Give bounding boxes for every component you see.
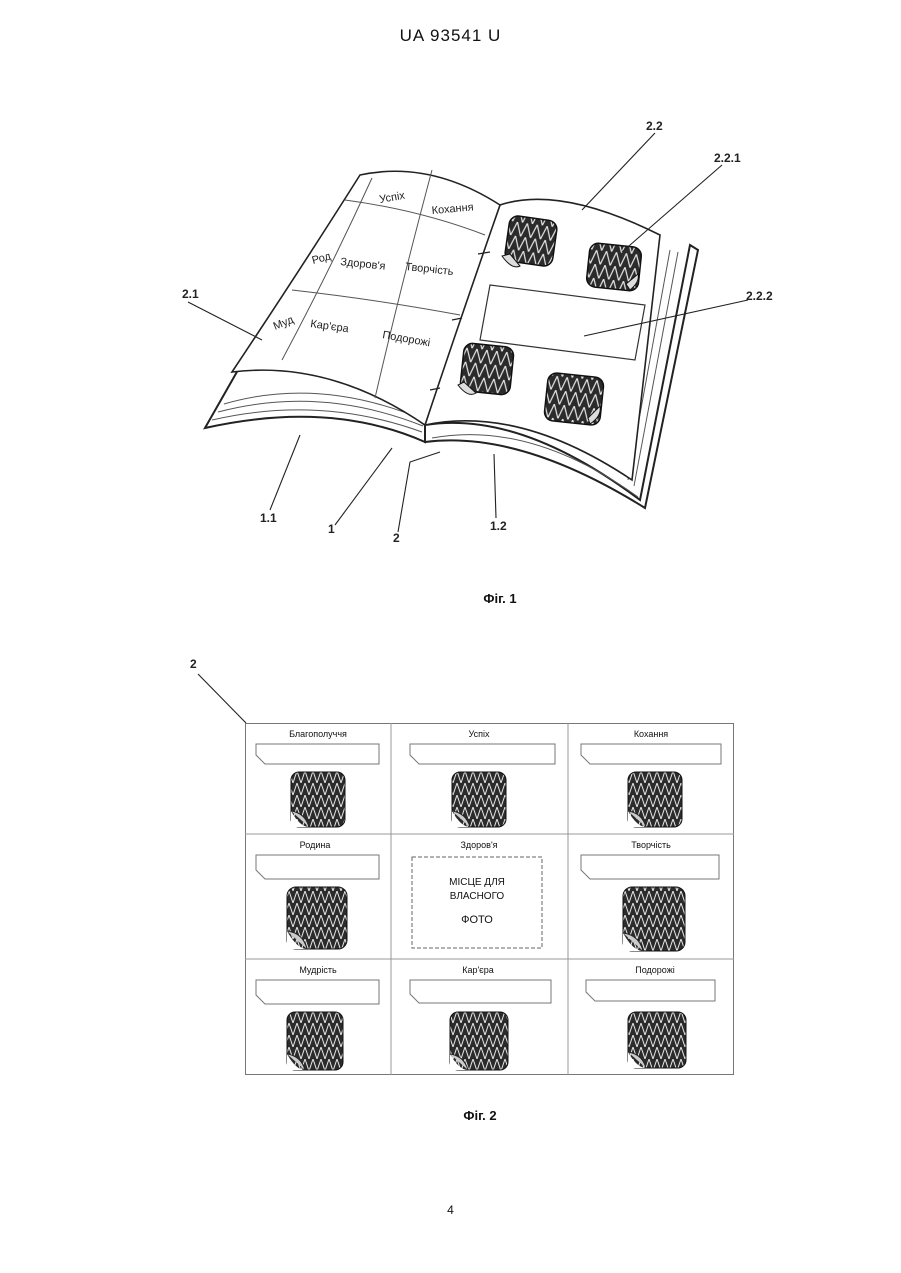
sticker-icon [450, 1012, 508, 1070]
sticker-icon [628, 1012, 686, 1068]
own-photo-line3: ФОТО [461, 914, 493, 926]
sticker-icon [502, 215, 558, 267]
label-field [256, 980, 379, 1004]
cell-title: Мудрість [299, 965, 337, 975]
label-field [581, 744, 721, 764]
cell-title: Кохання [634, 729, 668, 739]
figure-2-caption: Фіг. 2 [420, 1108, 540, 1123]
label-field [586, 980, 715, 1001]
sticker-icon [458, 343, 514, 396]
cell-title: Успіх [469, 729, 490, 739]
sticker-icon [586, 242, 642, 291]
sticker-icon [628, 772, 682, 827]
figure-2-ref-leader: 2 [180, 650, 260, 730]
cell-title: Здоров'я [460, 840, 497, 850]
figure-1-book-illustration: Успіх Кохання Род Здоров'я Творчість Муд… [0, 0, 901, 620]
callout-2-2-2: 2.2.2 [746, 289, 773, 303]
label-field [256, 855, 379, 879]
label-field [581, 855, 719, 879]
cell-title: Подорожі [635, 965, 674, 975]
figure-1-caption: Фіг. 1 [440, 591, 560, 606]
label-field [410, 980, 551, 1003]
cell-title: Родина [300, 840, 331, 850]
sticker-icon [544, 372, 605, 426]
sticker-icon [291, 772, 345, 827]
callout-2: 2 [393, 531, 400, 545]
callout-1-1: 1.1 [260, 511, 277, 525]
label-field [410, 744, 555, 764]
cell-title: Благополуччя [289, 729, 347, 739]
own-photo-line2: ВЛАСНОГО [450, 891, 505, 902]
callout-1: 1 [328, 522, 335, 536]
page-number: 4 [0, 1203, 901, 1217]
label-field [256, 744, 379, 764]
sticker-icon [452, 772, 506, 827]
callout-2-1: 2.1 [182, 287, 199, 301]
cell-title: Творчість [631, 840, 671, 850]
sticker-icon [287, 1012, 343, 1070]
sticker-icon [287, 887, 347, 949]
sticker-icon [623, 887, 685, 951]
cell-title: Кар'єра [462, 965, 494, 975]
callout-2-2-1: 2.2.1 [714, 151, 741, 165]
figure-2-ref-label: 2 [190, 657, 197, 671]
callout-1-2: 1.2 [490, 519, 507, 533]
callout-2-2: 2.2 [646, 119, 663, 133]
own-photo-line1: МІСЦЕ ДЛЯ [449, 877, 505, 888]
figure-2-grid: Благополуччя Успіх Кохання Родина Здоров… [245, 723, 734, 1075]
